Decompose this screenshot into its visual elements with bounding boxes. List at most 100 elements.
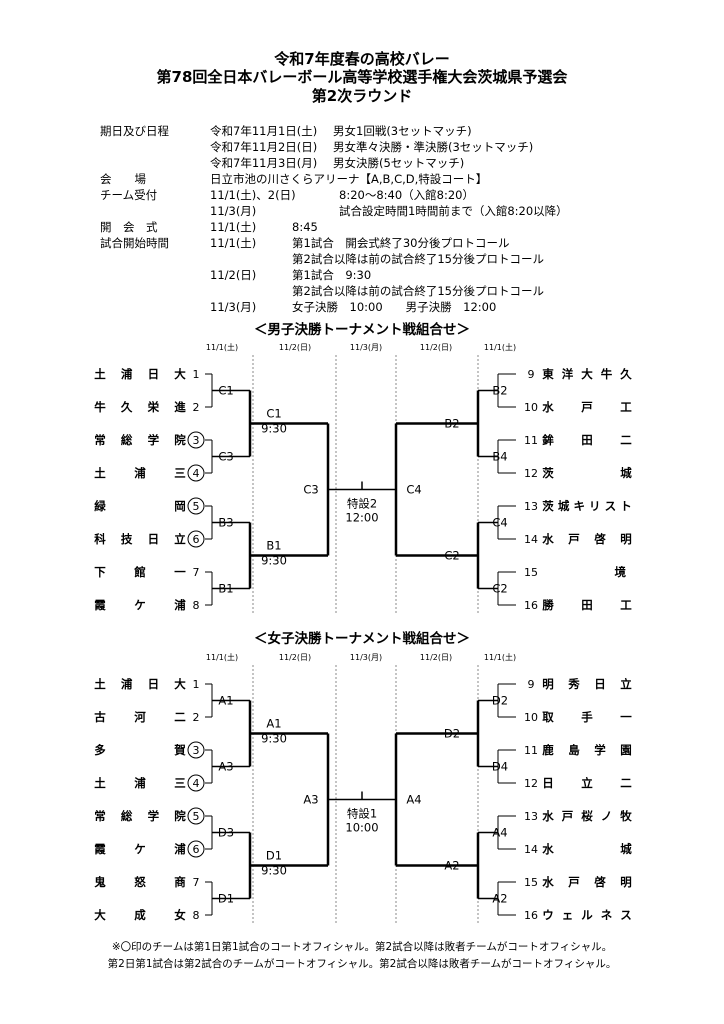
women-seed-circle (187, 741, 205, 759)
men-seed-circle (187, 497, 205, 515)
svg-text:二: 二 (620, 776, 632, 790)
start-label: 試合開始時間 (100, 236, 169, 250)
svg-text:多: 多 (94, 743, 106, 757)
women-left-team: 多賀 (94, 743, 186, 757)
men-right-team: 水戸啓明 (542, 532, 632, 546)
svg-text:明: 明 (620, 532, 632, 546)
svg-text:水: 水 (542, 875, 554, 889)
svg-text:浦: 浦 (121, 367, 133, 381)
men-right-seed: 14 (524, 533, 538, 546)
svg-text:リ: リ (589, 499, 601, 513)
start-date-2: 11/2(日) (210, 268, 257, 282)
svg-text:日: 日 (542, 776, 554, 790)
svg-text:ル: ル (581, 908, 593, 922)
men-court-r2: B2 (444, 417, 459, 431)
women-right-seed: 13 (524, 810, 538, 823)
svg-text:取: 取 (542, 710, 554, 724)
women-left-team: 鬼怒商 (94, 875, 186, 889)
page-title-main: 第78回全日本バレーボール高等学校選手権大会茨城県予選会 (156, 68, 568, 86)
svg-text:大: 大 (94, 908, 106, 922)
start-date-1: 11/1(土) (210, 236, 257, 250)
women-left-seed: 1 (193, 678, 200, 691)
svg-text:浦: 浦 (174, 842, 186, 856)
svg-text:城: 城 (558, 499, 570, 513)
svg-text:大: 大 (581, 367, 593, 381)
svg-text:鹿: 鹿 (542, 743, 554, 757)
opening-date: 11/1(土) (210, 220, 257, 234)
start-date-3: 11/3(月) (210, 300, 257, 314)
svg-text:浦: 浦 (174, 598, 186, 612)
footnote-2: 第2日第1試合は第2試合のチームがコートオフィシャル。第2試合以降は敗者チームが… (107, 958, 617, 970)
svg-text:洋: 洋 (562, 367, 574, 381)
schedule-date-3: 令和7年11月3日(月) (210, 156, 318, 170)
men-date-header: 11/3(月) (350, 343, 382, 352)
svg-text:久: 久 (619, 367, 632, 381)
svg-text:水: 水 (542, 809, 554, 823)
men-right-seed: 10 (524, 401, 538, 414)
svg-text:一: 一 (620, 710, 632, 724)
svg-text:学: 学 (148, 433, 160, 447)
men-right-team: 勝田工 (542, 598, 632, 612)
opening-time: 8:45 (292, 220, 318, 234)
men-left-team: 科技日立 (94, 532, 186, 546)
men-time-l2: 9:30 (261, 554, 287, 568)
women-bracket-heading: ＜女子決勝トーナメント戦組合せ＞ (254, 631, 470, 647)
men-left-seed: 8 (193, 599, 200, 612)
footnote-1: ※〇印のチームは第1日第1試合のコートオフィシャル。第2試合以降は敗者チームがコ… (111, 941, 613, 953)
reception-time-1: 8:20～8:40（入館8:20） (339, 188, 474, 202)
men-court-r1: B4 (492, 450, 507, 464)
women-time-l2: 9:30 (261, 732, 287, 746)
svg-text:水: 水 (542, 532, 554, 546)
women-date-header: 11/1(土) (484, 652, 516, 662)
women-right-team: 鹿島学園 (542, 743, 632, 757)
women-right-seed: 16 (524, 909, 538, 922)
svg-text:牧: 牧 (620, 809, 632, 823)
schedule-date-2: 令和7年11月2日(日) (210, 140, 318, 154)
women-right-team: 明秀日立 (542, 677, 632, 691)
start-text-1a: 第1試合 開会式終了30分後プロトコール (292, 236, 510, 250)
svg-text:常: 常 (94, 809, 106, 823)
men-court-r2: C2 (444, 549, 459, 563)
svg-text:二: 二 (174, 710, 186, 724)
reception-label: チーム受付 (100, 188, 158, 202)
svg-text:城: 城 (620, 842, 632, 856)
svg-text:戸: 戸 (581, 400, 593, 414)
svg-text:ケ: ケ (134, 842, 146, 856)
svg-text:大: 大 (174, 367, 186, 381)
women-left-team: 大成女 (94, 908, 186, 922)
women-right-seed: 9 (528, 678, 535, 691)
svg-text:女: 女 (174, 908, 186, 922)
women-right-team: ウェルネス (542, 908, 632, 922)
start-text-1b: 第2試合以降は前の試合終了15分後プロトコール (292, 252, 544, 266)
svg-text:総: 総 (121, 433, 133, 447)
men-court-r1: C4 (492, 516, 507, 530)
svg-text:島: 島 (568, 743, 580, 757)
men-left-team: 土浦日大 (94, 367, 186, 381)
svg-text:ノ: ノ (601, 809, 613, 823)
men-left-seed: 5 (193, 500, 200, 513)
men-left-team: 土浦三 (94, 466, 186, 480)
men-right-seed: 13 (524, 500, 538, 513)
men-left-seed: 7 (193, 566, 200, 579)
svg-text:栄: 栄 (147, 400, 160, 414)
svg-text:牛: 牛 (601, 367, 613, 381)
women-time-final: 10:00 (345, 821, 378, 835)
svg-text:霞: 霞 (94, 842, 106, 856)
men-right-seed: 9 (528, 368, 535, 381)
svg-text:学: 学 (594, 743, 606, 757)
men-right-team: 水戸工 (542, 400, 632, 414)
svg-text:城: 城 (620, 466, 632, 480)
men-left-seed: 6 (193, 533, 200, 546)
women-court-l3: A3 (303, 793, 318, 807)
svg-text:商: 商 (174, 875, 186, 889)
men-time-l2: 9:30 (261, 422, 287, 436)
svg-text:ケ: ケ (134, 598, 146, 612)
svg-text:明: 明 (542, 677, 554, 691)
men-right-seed: 12 (524, 467, 538, 480)
men-court-l3: C3 (303, 483, 318, 497)
women-right-team: 取手一 (542, 710, 632, 724)
women-date-header: 11/2(日) (420, 653, 452, 662)
men-date-header: 11/1(土) (206, 342, 238, 352)
men-date-header: 11/2(日) (279, 343, 311, 352)
start-text-2b: 第2試合以降は前の試合終了15分後プロトコール (292, 284, 544, 298)
